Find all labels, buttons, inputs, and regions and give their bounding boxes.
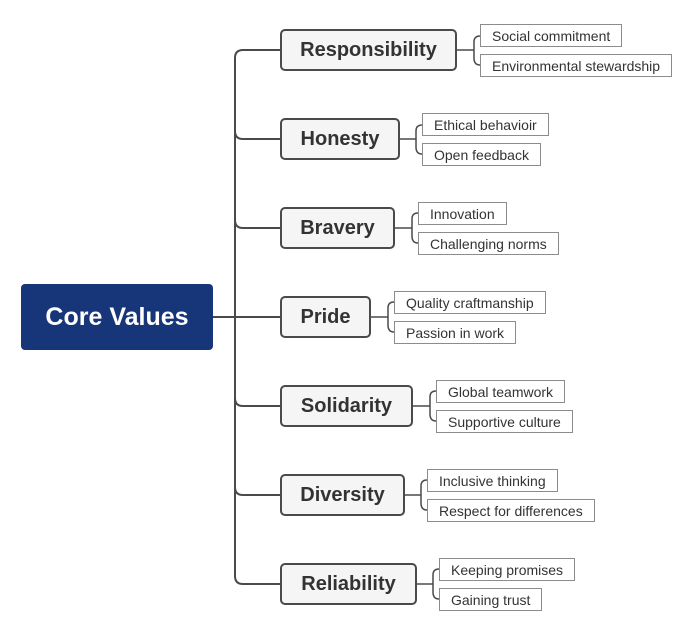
leaf-open-feedback[interactable]: Open feedback	[422, 143, 541, 166]
leaf-global-teamwork[interactable]: Global teamwork	[436, 380, 566, 403]
leaf-innovation[interactable]: Innovation	[418, 202, 507, 225]
leaf-keeping-promises[interactable]: Keeping promises	[439, 558, 576, 581]
topic-honesty[interactable]: Honesty	[280, 118, 400, 160]
leaf-ethical-behavior[interactable]: Ethical behavioir	[422, 113, 549, 136]
leaf-environmental-stewardship[interactable]: Environmental stewardship	[480, 54, 673, 77]
leaf-inclusive-thinking[interactable]: Inclusive thinking	[427, 469, 558, 492]
leaf-passion-in-work[interactable]: Passion in work	[394, 321, 517, 344]
leaf-quality-craftmanship[interactable]: Quality craftmanship	[394, 291, 546, 314]
leaf-supportive-culture[interactable]: Supportive culture	[436, 410, 573, 433]
topic-solidarity[interactable]: Solidarity	[280, 385, 413, 427]
topic-bravery[interactable]: Bravery	[280, 207, 395, 249]
leaf-challenging-norms[interactable]: Challenging norms	[418, 232, 559, 255]
topic-diversity[interactable]: Diversity	[280, 474, 405, 516]
leaf-social-commitment[interactable]: Social commitment	[480, 24, 623, 47]
topic-reliability[interactable]: Reliability	[280, 563, 417, 605]
leaf-respect-for-differences[interactable]: Respect for differences	[427, 499, 595, 522]
root-node-core-values[interactable]: Core Values	[21, 284, 213, 350]
leaf-gaining-trust[interactable]: Gaining trust	[439, 588, 543, 611]
topic-pride[interactable]: Pride	[280, 296, 371, 338]
topic-responsibility[interactable]: Responsibility	[280, 29, 457, 71]
